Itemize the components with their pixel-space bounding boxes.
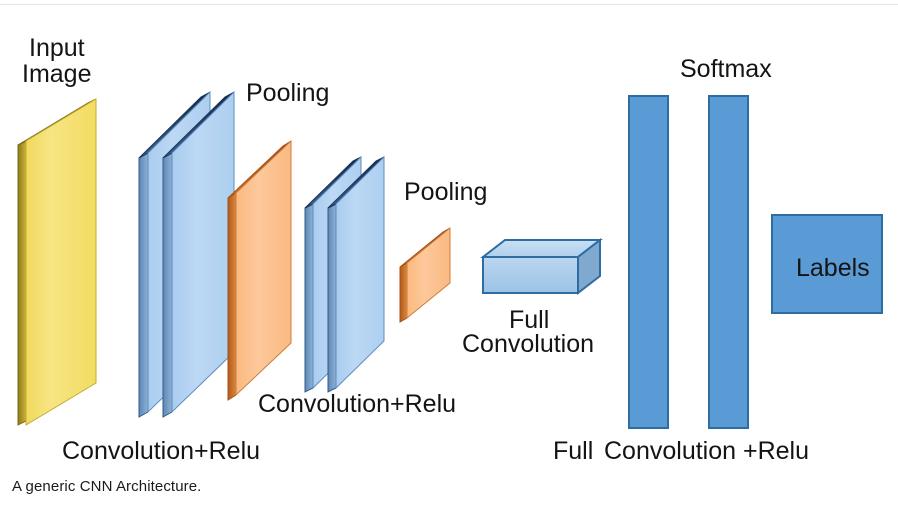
label-bottom-conv-relu: Convolution +Relu <box>604 437 809 465</box>
label-pooling-2: Pooling <box>404 178 487 206</box>
pooling-1-slab <box>227 139 292 401</box>
figure-caption: A generic CNN Architecture. <box>12 478 202 495</box>
label-softmax: Softmax <box>680 55 772 83</box>
label-full-convolution-line1: Full <box>509 306 549 334</box>
pooling-2-slab <box>399 226 451 323</box>
fc-bar-2 <box>708 95 749 429</box>
label-conv-relu-2: Convolution+Relu <box>258 390 456 418</box>
label-bottom-full: Full <box>553 437 593 465</box>
fc-bar-1 <box>628 95 669 429</box>
labels-box <box>771 214 883 314</box>
input-image-slab <box>17 98 97 426</box>
conv-relu-2-slab-b <box>327 155 385 393</box>
label-full-convolution-line2: Convolution <box>462 330 594 358</box>
label-pooling-1: Pooling <box>246 79 329 107</box>
full-convolution-box <box>480 237 603 296</box>
label-input-image-line1: Input <box>29 34 85 62</box>
top-divider <box>0 0 898 5</box>
label-conv-relu-1: Convolution+Relu <box>62 437 260 465</box>
conv-relu-1-slab-b <box>162 90 235 418</box>
label-labels-box: Labels <box>796 254 870 282</box>
label-input-image-line2: Image <box>22 60 91 88</box>
